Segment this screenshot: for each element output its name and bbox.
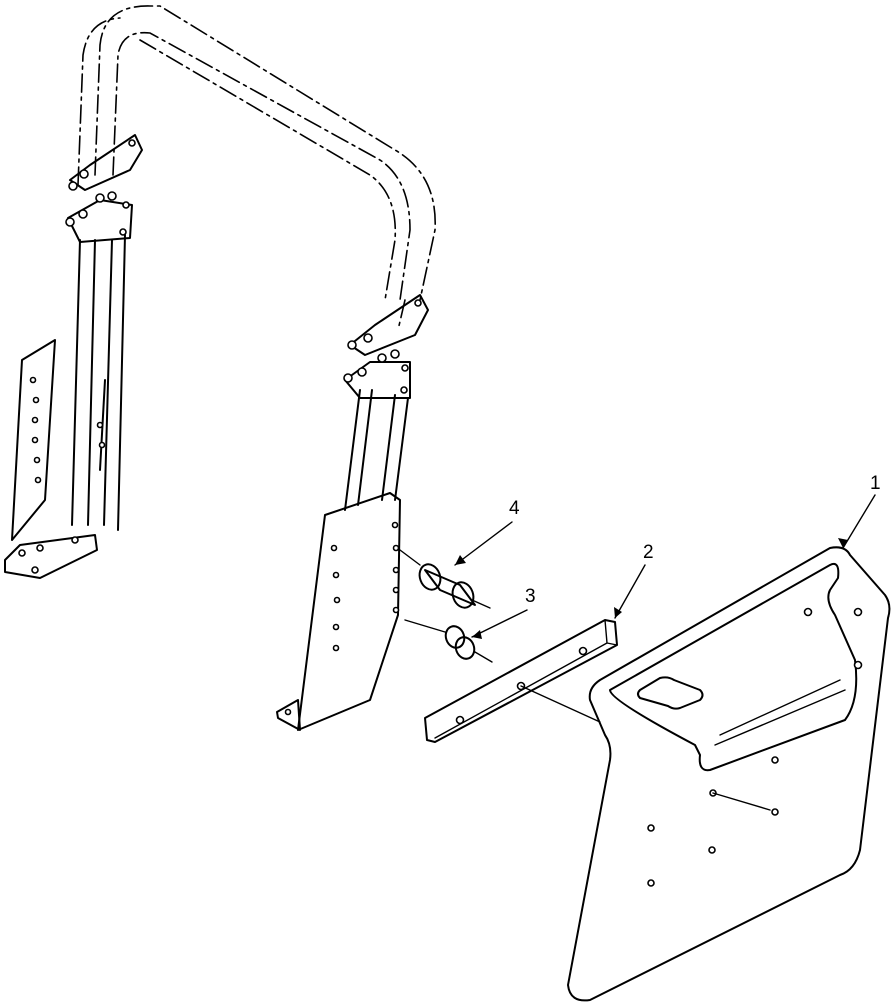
callout-label-1: 1 [870,473,881,494]
callout-label-2: 2 [643,542,654,563]
left-upright [4,134,143,579]
spacer-long [399,549,491,609]
callout-1: 1 [838,473,881,549]
callout-3: 3 [471,586,536,639]
spacer-short [404,619,493,663]
right-upright [276,294,429,731]
callout-2: 2 [614,542,654,619]
mounting-bar [424,619,618,743]
callout-4: 4 [454,498,520,566]
callout-label-3: 3 [525,586,536,607]
callout-label-4: 4 [509,498,520,519]
mud-flap [567,546,891,1002]
